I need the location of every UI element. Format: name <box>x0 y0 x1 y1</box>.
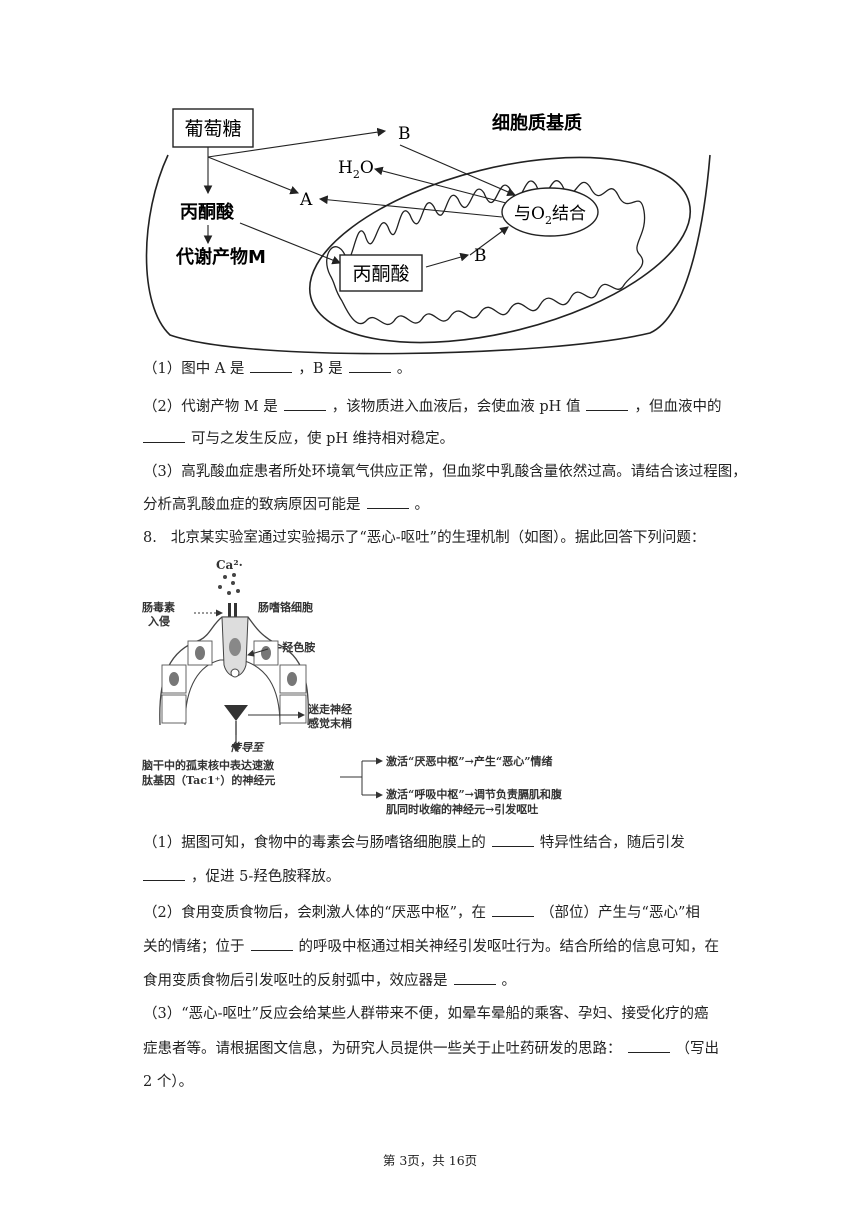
q8-part2-line1: （2）食用变质食物后，会刺激人体的“厌恶中枢”，在（部位）产生与“恶心”相 <box>143 902 700 923</box>
q7-buffer-blank[interactable] <box>143 428 185 443</box>
b-bottom-label: B <box>474 246 487 266</box>
q7-part3-line2: 分析高乳酸血症的致病原因可能是。 <box>143 494 429 515</box>
glucose-label: 葡萄糖 <box>184 118 241 140</box>
oxygen-combine-label: 与O2结合 <box>514 204 586 227</box>
toxin-label-2: 入侵 <box>148 614 170 628</box>
serotonin-label: 5-羟色胺 <box>270 640 315 654</box>
nausea-vomiting-diagram: Ca²· 肠毒素 入侵 肠嗜铬细胞 5-羟色胺 迷走神经 感觉末梢 传导至 脑干… <box>142 558 563 816</box>
q7-part1: （1）图中 A 是，B 是。 <box>143 358 411 379</box>
q8-trigger-blank[interactable] <box>143 866 185 881</box>
q7-cause-blank[interactable] <box>366 494 409 509</box>
glucose-box <box>172 108 254 148</box>
cell-membrane-outline <box>145 154 711 355</box>
q7-metabolite-blank[interactable] <box>283 396 326 411</box>
output-aversion-label: 激活“厌恶中枢”→产生“恶心”情绪 <box>386 754 553 768</box>
q8-respiratory-center-blank[interactable] <box>250 936 293 951</box>
transmit-label: 传导至 <box>230 741 265 754</box>
nucleus-label-2: 肽基因（Tac1⁺）的神经元 <box>142 773 275 787</box>
q7-answer-b-blank[interactable] <box>348 358 391 373</box>
q8-part2-line3: 食用变质食物后引发呕吐的反射弧中，效应器是。 <box>143 970 516 991</box>
b-top-label: B <box>398 124 411 144</box>
q8-part2-line2: 关的情绪；位于的呼吸中枢通过相关神经引发呕吐行为。结合所给的信息可知，在 <box>143 936 719 957</box>
q8-intro: 8.北京某实验室通过实验揭示了“恶心-呕吐”的生理机制（如图）。据此回答下列问题… <box>143 530 706 546</box>
q8-part3-line3: 2 个）。 <box>143 1074 194 1090</box>
pyruvate-outer-label: 丙酮酸 <box>180 201 235 223</box>
q7-ph-blank[interactable] <box>586 396 629 411</box>
ec-cell-label: 肠嗜铬细胞 <box>258 600 313 614</box>
water-label: H2O <box>338 158 374 181</box>
cytoplasm-matrix-label: 细胞质基质 <box>492 112 582 134</box>
q8-effector-blank[interactable] <box>453 970 496 985</box>
q8-part3-line1: （3）“恶心-呕吐”反应会给某些人群带来不便，如晕车晕船的乘客、孕妇、接受化疗的… <box>143 1006 709 1022</box>
page-footer: 第 3页，共 16页 <box>382 1153 478 1168</box>
nucleus-label-1: 脑干中的孤束核中表达速激 <box>142 758 274 772</box>
q8-part1-line1: （1）据图可知，食物中的毒素会与肠嗜铬细胞膜上的特异性结合，随后引发 <box>143 832 685 853</box>
q8-part3-line2: 症患者等。请根据图文信息，为研究人员提供一些关于止吐药研发的思路：（写出 <box>143 1038 719 1059</box>
pyruvate-inner-label: 丙酮酸 <box>352 263 409 285</box>
q7-part2-line2: 可与之发生反应，使 pH 维持相对稳定。 <box>143 428 454 449</box>
q7-part3-line1: （3）高乳酸血症患者所处环境氧气供应正常，但血浆中乳酸含量依然过高。请结合该过程… <box>143 464 747 480</box>
q8-drug-idea-blank[interactable] <box>627 1038 670 1053</box>
vagus-label-1: 迷走神经 <box>307 702 352 716</box>
mitochondrion-cristae <box>326 180 646 326</box>
vagus-label-2: 感觉末梢 <box>308 716 352 730</box>
mitochondrion-outer <box>308 156 692 344</box>
ca-ion-dots <box>218 573 240 595</box>
cell-respiration-diagram: 葡萄糖 B 细胞质基质 H2O A 与O2结合 丙酮酸 代谢产物M 丙酮酸 B <box>145 108 711 355</box>
output-vomit-label-2: 肌同时收缩的神经元→引发呕吐 <box>385 802 538 816</box>
output-vomit-label-1: 激活“呼吸中枢”→调节负责膈肌和腹 <box>386 787 563 801</box>
pyruvate-inner-box <box>339 254 423 292</box>
cell-nuclei <box>169 646 297 686</box>
ca-ion-label: Ca²· <box>216 558 243 572</box>
q8-receptor-blank[interactable] <box>491 832 534 847</box>
q7-answer-a-blank[interactable] <box>250 358 293 373</box>
q8-site-blank[interactable] <box>492 902 535 917</box>
oxygen-combine-ellipse <box>501 187 599 237</box>
q8-number: 8. <box>143 530 157 546</box>
a-label: A <box>299 190 313 210</box>
q8-part1-line2: ，促进 5-羟色胺释放。 <box>143 866 340 887</box>
q7-part2-line1: （2）代谢产物 M 是，该物质进入血液后，会使血液 pH 值，但血液中的 <box>143 396 721 417</box>
metabolite-m-label: 代谢产物M <box>175 246 266 268</box>
vagus-nerve-ending <box>224 705 248 721</box>
toxin-label-1: 肠毒素 <box>142 600 175 614</box>
